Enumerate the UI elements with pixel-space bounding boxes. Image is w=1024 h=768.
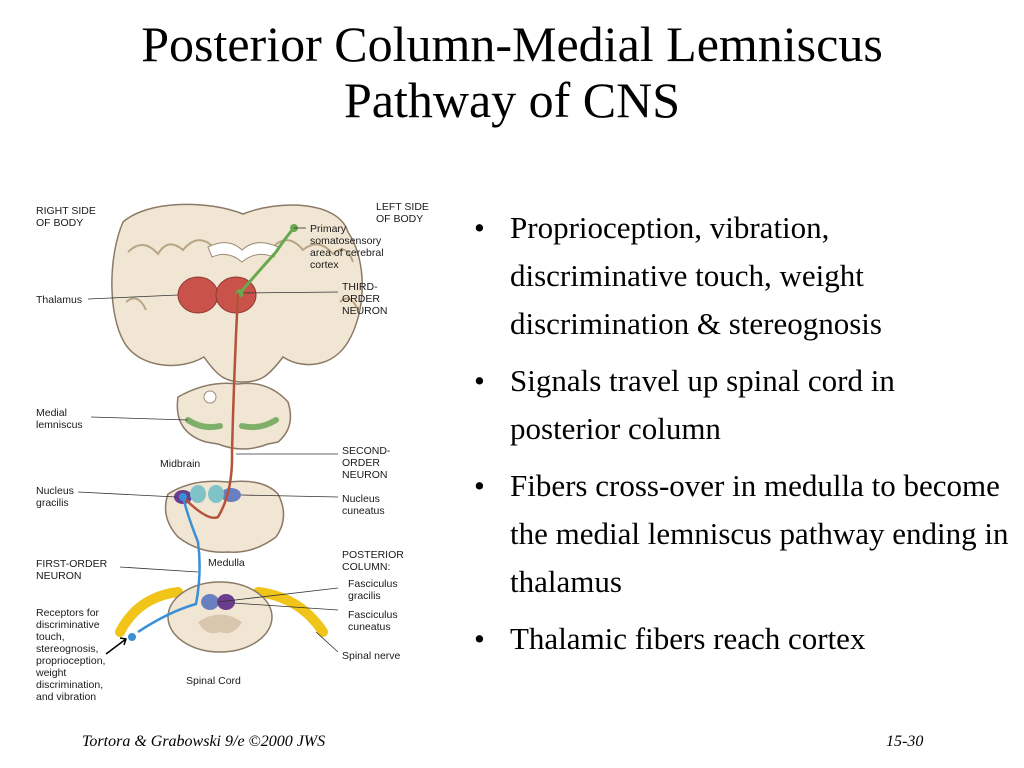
- footer-page-number: 15-30: [886, 733, 924, 750]
- receptor-arrow: [105, 637, 127, 655]
- spinal-nerve-left: [115, 587, 183, 637]
- medulla-synapse: [179, 493, 187, 501]
- title-line-2: Pathway of CNS: [343, 72, 681, 128]
- spinal-cord-label: Spinal Cord: [186, 675, 241, 687]
- thalamus-label: Thalamus: [36, 294, 82, 306]
- nucleus-cuneatus-shape: [221, 488, 241, 502]
- first-order-neuron: [137, 496, 201, 634]
- right-side-label: RIGHT SIDE OF BODY: [36, 205, 99, 229]
- fasciculus-cuneatus-shape: [217, 594, 235, 610]
- receptor-point: [128, 633, 136, 641]
- medulla-label: Medulla: [208, 557, 245, 569]
- nucleus-gracilis-label: Nucleus gracilis: [36, 485, 77, 509]
- thalamus-left: [177, 276, 219, 314]
- footer-citation: Tortora & Grabowski 9/e ©2000 JWS: [82, 733, 326, 750]
- title-line-1: Posterior Column-Medial Lemniscus: [141, 16, 883, 72]
- third-order-label: THIRD- ORDER NEURON: [342, 281, 388, 317]
- first-order-label: FIRST-ORDER NEURON: [36, 558, 110, 582]
- bullet-dot: •: [474, 363, 485, 398]
- medial-lemniscus-right: [239, 417, 279, 431]
- bullet-item: • Proprioception, vibration, discriminati…: [470, 204, 1010, 348]
- leader-lines: [77, 227, 339, 653]
- bullet-text: Signals travel up spinal cord in posteri…: [510, 363, 895, 446]
- bullet-dot: •: [474, 210, 485, 245]
- ventricles: [207, 242, 279, 263]
- third-order-neuron: [238, 227, 296, 294]
- second-order-label: SECOND- ORDER NEURON: [342, 445, 393, 481]
- pathway-diagram: RIGHT SIDE OF BODY LEFT SIDE OF BODY Pri…: [35, 201, 432, 703]
- medulla-section: [164, 480, 285, 553]
- bullet-text: Fibers cross-over in medulla to become t…: [510, 468, 1009, 599]
- slide-title: Posterior Column-Medial Lemniscus Pathwa…: [0, 16, 1024, 128]
- bullet-text: Thalamic fibers reach cortex: [510, 621, 866, 656]
- fasciculus-gracilis-shape: [201, 594, 219, 610]
- grey-matter: [198, 614, 242, 634]
- primary-cortex-label: Primary somatosensory area of cerebral c…: [310, 223, 386, 271]
- medulla-teal-left: [190, 485, 206, 503]
- bullet-text: Proprioception, vibration, discriminativ…: [510, 210, 882, 341]
- receptors-label: Receptors for discriminative touch, ster…: [35, 607, 108, 703]
- cortex-folds: [125, 239, 359, 311]
- bullet-item: • Fibers cross-over in medulla to become …: [470, 462, 1010, 606]
- bullet-list: • Proprioception, vibration, discriminati…: [470, 204, 1010, 672]
- bullet-item: • Thalamic fibers reach cortex: [470, 615, 1010, 663]
- medial-lemniscus-label: Medial lemniscus: [36, 407, 83, 431]
- spinal-cord-section: [115, 581, 328, 653]
- fasciculus-cuneatus-label: Fasciculus cuneatus: [348, 609, 401, 633]
- aqueduct: [203, 390, 217, 404]
- second-order-neuron: [182, 292, 240, 520]
- spinal-nerve-label: Spinal nerve: [342, 650, 401, 662]
- medulla-teal-right: [208, 485, 224, 503]
- nucleus-cuneatus-label: Nucleus cuneatus: [342, 493, 385, 517]
- fasciculus-gracilis-label: Fasciculus gracilis: [348, 578, 401, 602]
- posterior-column-label: POSTERIOR COLUMN:: [342, 549, 407, 573]
- bullet-dot: •: [474, 468, 485, 503]
- left-side-label: LEFT SIDE OF BODY: [376, 201, 432, 225]
- midbrain-label: Midbrain: [160, 458, 200, 470]
- spinal-nerve-right: [253, 587, 328, 637]
- medial-lemniscus-left: [185, 417, 223, 431]
- bullet-dot: •: [474, 621, 485, 656]
- bullet-item: • Signals travel up spinal cord in poster…: [470, 357, 1010, 453]
- pathway-figure: RIGHT SIDE OF BODY LEFT SIDE OF BODY Pri…: [28, 192, 452, 720]
